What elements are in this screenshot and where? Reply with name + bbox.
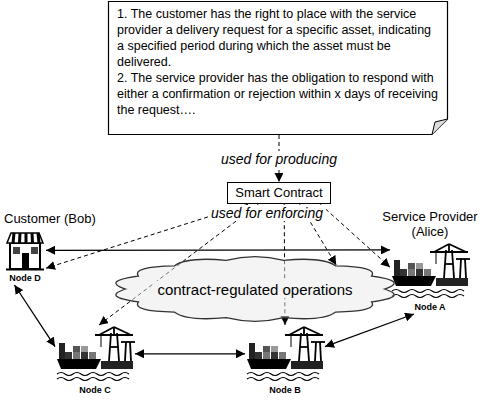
node-icon: Customer (Bob)Node D <box>4 229 46 285</box>
node-name: Node B <box>245 384 325 397</box>
cloud-label: contract-regulated operations <box>154 281 355 298</box>
node-heading: Customer (Bob) <box>4 212 96 227</box>
process-box: Smart Contract <box>227 182 330 204</box>
node-name: Node D <box>4 272 46 285</box>
double-arrow <box>46 249 390 251</box>
node-icon: Node B <box>245 325 325 397</box>
note-outline <box>109 2 448 135</box>
edge-label: used for producing <box>218 151 340 167</box>
contract-text-note: 1. The customer has the right to place w… <box>108 1 448 135</box>
node-name: Node C <box>55 384 135 397</box>
shop-icon <box>6 233 44 270</box>
box-label: Smart Contract <box>235 185 322 201</box>
port-icon <box>247 327 325 381</box>
node-icon: Service Provider (Alice)Node A <box>390 242 470 314</box>
note-text: 1. The customer has the right to place w… <box>117 6 439 70</box>
node-icon: Node C <box>55 325 135 397</box>
annotation-label: used for enforcing <box>208 205 326 221</box>
node-heading: Service Provider (Alice) <box>374 210 486 240</box>
cloud-outline <box>116 257 394 322</box>
port-icon <box>392 244 470 298</box>
double-arrow <box>15 285 56 347</box>
node-name: Node A <box>390 301 470 314</box>
cloud-shape: contract-regulated operations <box>110 256 400 322</box>
double-arrow <box>135 353 245 354</box>
note-text: 2. The service provider has the obligati… <box>117 70 439 118</box>
port-icon <box>57 327 135 381</box>
double-arrow <box>325 314 414 347</box>
dashed-arrow <box>320 204 390 267</box>
note-fold <box>432 119 448 135</box>
